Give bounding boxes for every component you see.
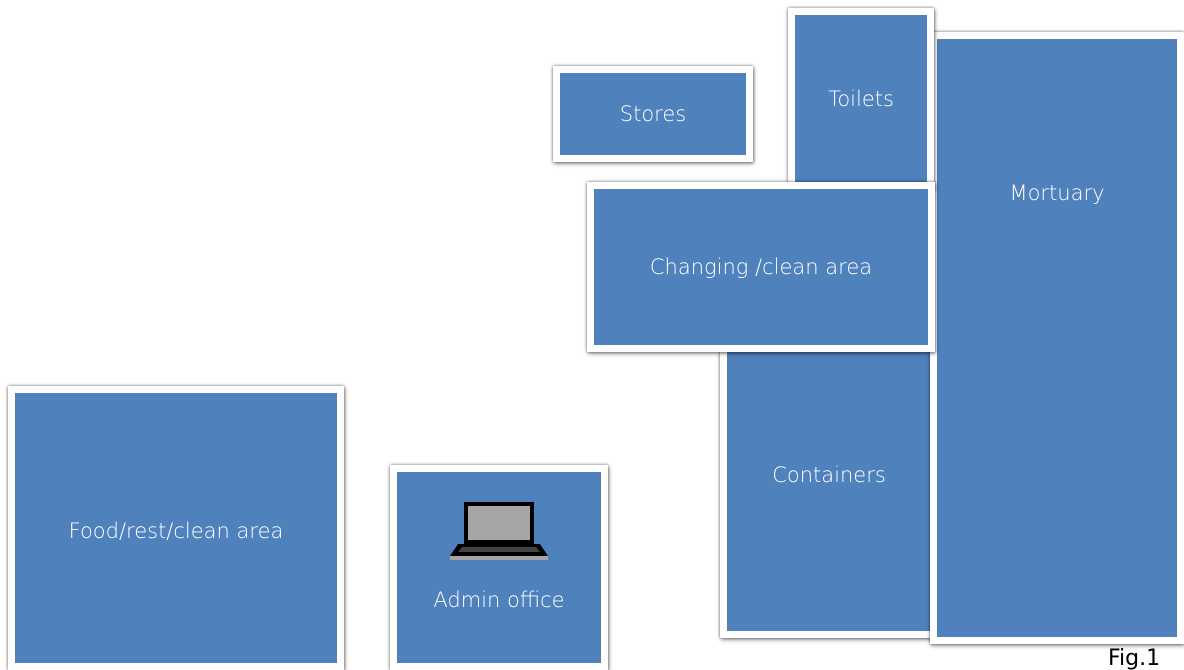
room-label-admin: Admin office	[433, 588, 565, 612]
room-admin: Admin office	[390, 465, 608, 670]
room-label-changing: Changing /clean area	[649, 255, 873, 279]
room-food: Food/rest/clean area	[8, 386, 344, 670]
room-toilets: Toilets	[788, 8, 934, 190]
room-containers: Containers	[720, 330, 938, 638]
room-label-stores: Stores	[619, 102, 687, 126]
room-label-mortuary: Mortuary	[1009, 181, 1105, 205]
laptop-icon	[450, 502, 548, 560]
room-changing: Changing /clean area	[587, 182, 935, 352]
room-label-food: Food/rest/clean area	[68, 519, 284, 543]
room-label-containers: Containers	[772, 463, 886, 487]
room-stores: Stores	[553, 66, 753, 162]
room-label-toilets: Toilets	[828, 87, 894, 111]
room-mortuary: Mortuary	[930, 32, 1184, 644]
figure-label: Fig.1	[1108, 646, 1161, 670]
